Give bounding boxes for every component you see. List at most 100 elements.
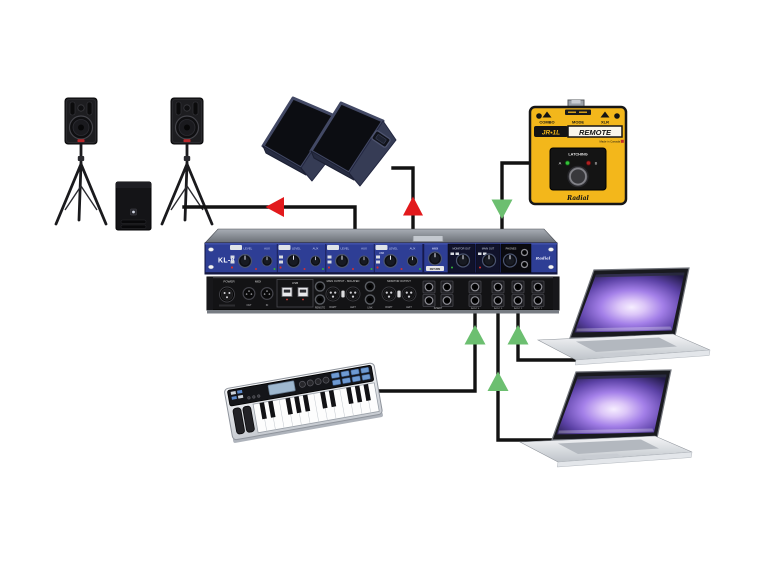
monitor-right-label: RIGHT [385, 307, 393, 309]
kl8-model-label: KL-8 [218, 258, 235, 265]
pitch-wheel [232, 407, 245, 435]
drum-pad [351, 375, 361, 383]
arrow-green-down-from-footswitch [491, 199, 513, 219]
power-label: POWER [223, 280, 235, 284]
mod-wheel [242, 405, 255, 433]
midi-out-label: OUT [246, 304, 252, 307]
pa-speaker-left [54, 96, 108, 226]
jr1l-model-label: JR•1L [542, 130, 560, 137]
combo-arrow-icon [542, 111, 552, 118]
cable-monitor-out-to-wedges [391, 166, 415, 242]
combo-label: COMBO [539, 120, 554, 125]
link-jack [364, 281, 376, 292]
usb-label: USB [292, 281, 298, 285]
wedge-handle [371, 130, 391, 148]
keyboard-lcd [267, 380, 296, 396]
monitor-out-left-xlr [401, 286, 417, 302]
main-right-label: RIGHT [329, 307, 337, 309]
arrow-green-up-from-laptop-bottom [487, 371, 509, 391]
footswitch-screw [614, 113, 620, 119]
midi-keyboard [224, 362, 383, 443]
xlr-label: XLR [601, 120, 609, 125]
keyboard-knob [298, 380, 306, 388]
input4-label: INPUT 4 [471, 308, 480, 310]
led-a-green [564, 160, 571, 166]
black-keys [259, 383, 371, 420]
cable-laptop-bottom-to-input [496, 306, 568, 442]
link-jack [364, 294, 376, 305]
rack-front-panel: KL-8 USB AUX RETURN MONITOR OUT MAIN OUT… [204, 228, 558, 275]
return-label: RETURN [430, 268, 441, 271]
main-out-label: MAIN OUT [482, 246, 495, 250]
keyboard-knob [322, 376, 330, 384]
drum-pad [341, 377, 351, 384]
phones-knob [502, 253, 518, 268]
drum-pad [361, 373, 371, 381]
usb-port-1 [281, 287, 293, 297]
monitor-out-knob [455, 253, 471, 268]
input2-label: INPUT 2 [514, 308, 523, 310]
arrow-green-up-from-laptop-top [507, 325, 529, 345]
cable-keyboard-to-input [358, 306, 477, 393]
drum-pad [332, 379, 342, 386]
remote-footswitch: COMBO MODE XLR JR•1L REMOTE Made in Cana… [528, 99, 628, 206]
switch-b-label: B [595, 161, 598, 166]
switch-a-label: A [559, 161, 562, 166]
midi-label: MIDI [255, 280, 261, 284]
monitor-left-label: LEFT [406, 307, 412, 309]
main-left-label: LEFT [350, 307, 356, 309]
rack-top-surface [204, 228, 558, 244]
phones-jack [520, 248, 529, 257]
pa-speaker-right [160, 96, 214, 226]
power-inlet [219, 286, 235, 303]
drum-pad [330, 372, 340, 379]
front-usb-label: USB [379, 252, 384, 255]
laptop-bottom [519, 369, 693, 468]
keyboard-knob [314, 378, 322, 385]
arrow-red-left-to-speakers [265, 197, 284, 217]
main-out-knob [481, 253, 497, 268]
remote-jack [314, 294, 326, 305]
main-output-label: MAIN OUTPUT - ISOLATED [327, 279, 360, 283]
input3-label: INPUT 3 [494, 308, 503, 310]
footswitch-screw [536, 113, 542, 119]
rack-rear-panel: POWER MIDI OUT IN USB REMOTE MAIN OUTPUT… [206, 276, 560, 314]
link-label: LINK [367, 307, 373, 310]
radial-logo-front: Radial [535, 256, 551, 261]
midi-in-label: IN [266, 304, 269, 307]
latching-label: LATCHING [568, 153, 587, 157]
remote-model-label: REMOTE [579, 128, 612, 137]
drum-pad [340, 370, 350, 378]
arrow-red-up-to-monitors [403, 196, 423, 216]
keyboard-knob [306, 379, 314, 387]
arrow-green-up-from-keyboard [464, 325, 486, 345]
subwoofer [115, 181, 152, 231]
cables [182, 161, 578, 442]
xlr-arrow-icon [600, 111, 610, 118]
insert-label: INSERT [434, 308, 443, 310]
remote-label: REMOTE [315, 307, 326, 310]
main-out-left-xlr [345, 286, 361, 302]
phones-label: PHONES [506, 246, 517, 250]
made-in-label: Made in Canada [599, 140, 620, 144]
laptop-top [537, 267, 711, 366]
drum-pad [360, 366, 370, 374]
aux-return-knob [427, 251, 443, 266]
radial-logo-footswitch: Radial [566, 195, 589, 202]
main-out-right-xlr [325, 286, 341, 302]
monitor-out-right-xlr [381, 286, 397, 302]
monitor-output-label: MONITOR OUTPUT [387, 279, 411, 283]
input1-label: INPUT 1 [534, 308, 543, 310]
midi-in-port [260, 287, 274, 300]
mode-label: MODE [572, 120, 584, 125]
drum-pad [350, 368, 360, 376]
midi-out-port [242, 287, 256, 300]
monitor-out-label: MONITOR OUT [452, 246, 471, 250]
remote-jack [314, 281, 326, 292]
phones-jack [520, 260, 529, 269]
led-b-red [585, 160, 592, 166]
aux-master-label: AUX [432, 247, 438, 251]
rack-top-label-plate [412, 235, 444, 242]
